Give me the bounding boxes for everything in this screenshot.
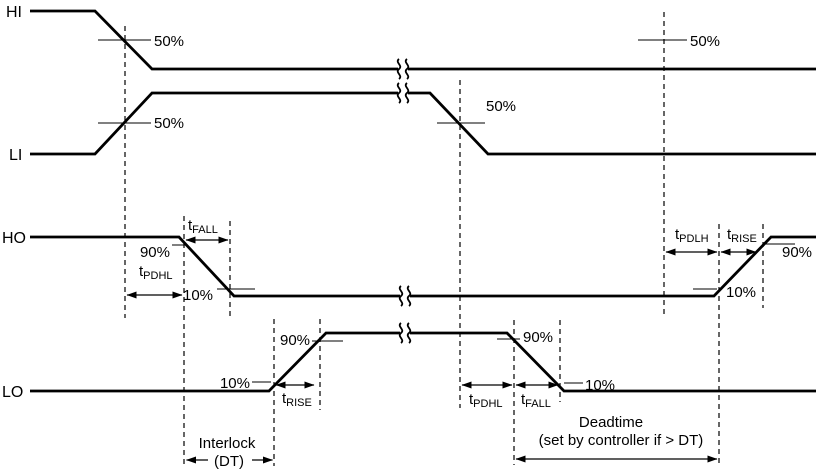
tpdhl-lo-label: tPDHL: [469, 391, 503, 410]
break-icon-ho: [398, 285, 404, 307]
break-icon-lo: [406, 322, 412, 344]
lo-fall-90-label: 90%: [523, 329, 553, 346]
threshold-ticks: [98, 39, 795, 384]
break-icon-lo: [398, 322, 404, 344]
ho-signal-label: HO: [2, 230, 26, 247]
signal-labels: HI LI HO LO: [2, 4, 26, 401]
deadtime-title: Deadtime: [579, 414, 643, 431]
dimension-arrows: [126, 236, 757, 464]
hi-rise-50-label: 50%: [690, 33, 720, 50]
tpdlh-ho-label: tPDLH: [675, 226, 709, 245]
trise-lo-label: tRISE: [282, 390, 312, 409]
break-icon-hi: [396, 58, 402, 80]
tpdhl-ho-label: tPDHL: [139, 263, 173, 282]
waveforms: [30, 9, 816, 393]
lo-rise-10-label: 10%: [220, 375, 250, 392]
bottom-annotations: Interlock (DT) Deadtime (set by controll…: [199, 414, 704, 470]
deadtime-sub: (set by controller if > DT): [539, 432, 704, 449]
axis-break-icons: [396, 58, 412, 344]
guide-lines: [124, 12, 764, 466]
ho-waveform: [30, 235, 816, 298]
li-signal-label: LI: [9, 147, 22, 164]
trise-ho-label: tRISE: [727, 226, 757, 245]
timing-labels: tFALL tPDHL tRISE tPDHL tFALL tPDLH tRIS…: [139, 217, 757, 410]
ho-fall-90-label: 90%: [140, 244, 170, 261]
tfall-lo-label: tFALL: [521, 391, 551, 410]
ho-rise-90-label: 90%: [782, 244, 812, 261]
interlock-title: Interlock: [199, 435, 256, 452]
lo-rise-90-label: 90%: [280, 332, 310, 349]
li-rise-50-label: 50%: [154, 115, 184, 132]
ho-rise-10-label: 10%: [726, 284, 756, 301]
li-fall-50-label: 50%: [486, 98, 516, 115]
hi-fall-50-label: 50%: [154, 33, 184, 50]
tfall-ho-label: tFALL: [188, 217, 218, 236]
ho-fall-10-label: 10%: [183, 287, 213, 304]
lo-signal-label: LO: [2, 384, 23, 401]
interlock-sub: (DT): [214, 453, 244, 470]
threshold-labels: 50% 50% 50% 50% 90% 10% 10% 90% 90% 10% …: [140, 33, 812, 394]
lo-waveform: [30, 331, 816, 393]
hi-signal-label: HI: [6, 4, 22, 21]
break-icon-li: [404, 82, 410, 104]
break-icon-ho: [406, 285, 412, 307]
break-icon-li: [396, 82, 402, 104]
lo-fall-10-label: 10%: [585, 377, 615, 394]
break-icon-hi: [404, 58, 410, 80]
